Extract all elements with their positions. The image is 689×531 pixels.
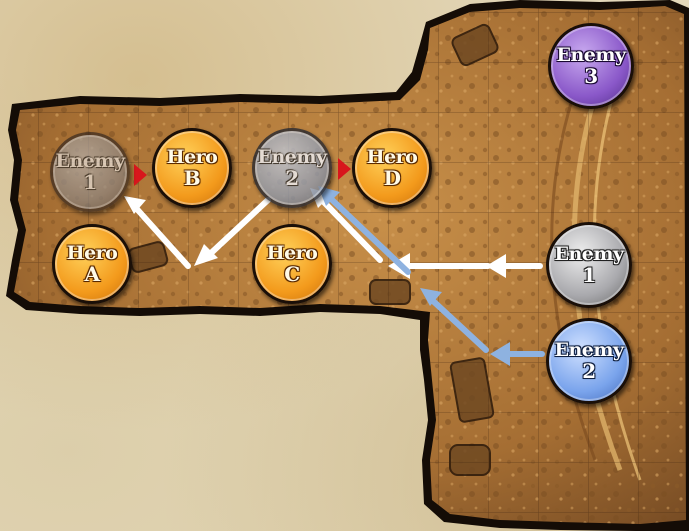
token-number: 2 [582,359,596,383]
token-label: Enemy [55,150,125,172]
facing-marker-enemy-1 [134,164,147,186]
token-label: Hero [66,242,118,264]
token-label: Hero [166,146,218,168]
token-hero-a[interactable]: Hero A [52,224,132,304]
token-label: Enemy [556,44,626,66]
token-enemy-1-ghost[interactable]: Enemy 1 [50,132,130,212]
token-number: 3 [584,64,598,88]
token-hero-d[interactable]: Hero D [352,128,432,208]
token-number: 1 [582,263,596,287]
token-hero-b[interactable]: Hero B [152,128,232,208]
token-label: Enemy [554,339,624,361]
token-letter: B [183,166,201,190]
token-label: Enemy [257,146,327,168]
token-label: Enemy [554,243,624,265]
blue-arrow-path [325,193,545,357]
token-number: 2 [285,166,299,190]
token-letter: A [84,262,100,286]
token-label: Hero [266,242,318,264]
token-hero-c[interactable]: Hero C [252,224,332,304]
token-letter: D [383,166,401,190]
white-arrow-path-2 [133,197,271,269]
white-arrowheads-2 [124,196,218,266]
token-number: 1 [83,170,97,194]
facing-marker-enemy-2 [338,158,351,180]
white-arrow-path [315,193,543,269]
token-label: Hero [366,146,418,168]
movement-arrows [124,186,545,366]
token-enemy-2-ghost[interactable]: Enemy 2 [252,128,332,208]
token-enemy-3[interactable]: Enemy 3 [548,23,634,109]
token-enemy-1[interactable]: Enemy 1 [546,222,632,308]
token-enemy-2[interactable]: Enemy 2 [546,318,632,404]
token-letter: C [284,262,300,286]
